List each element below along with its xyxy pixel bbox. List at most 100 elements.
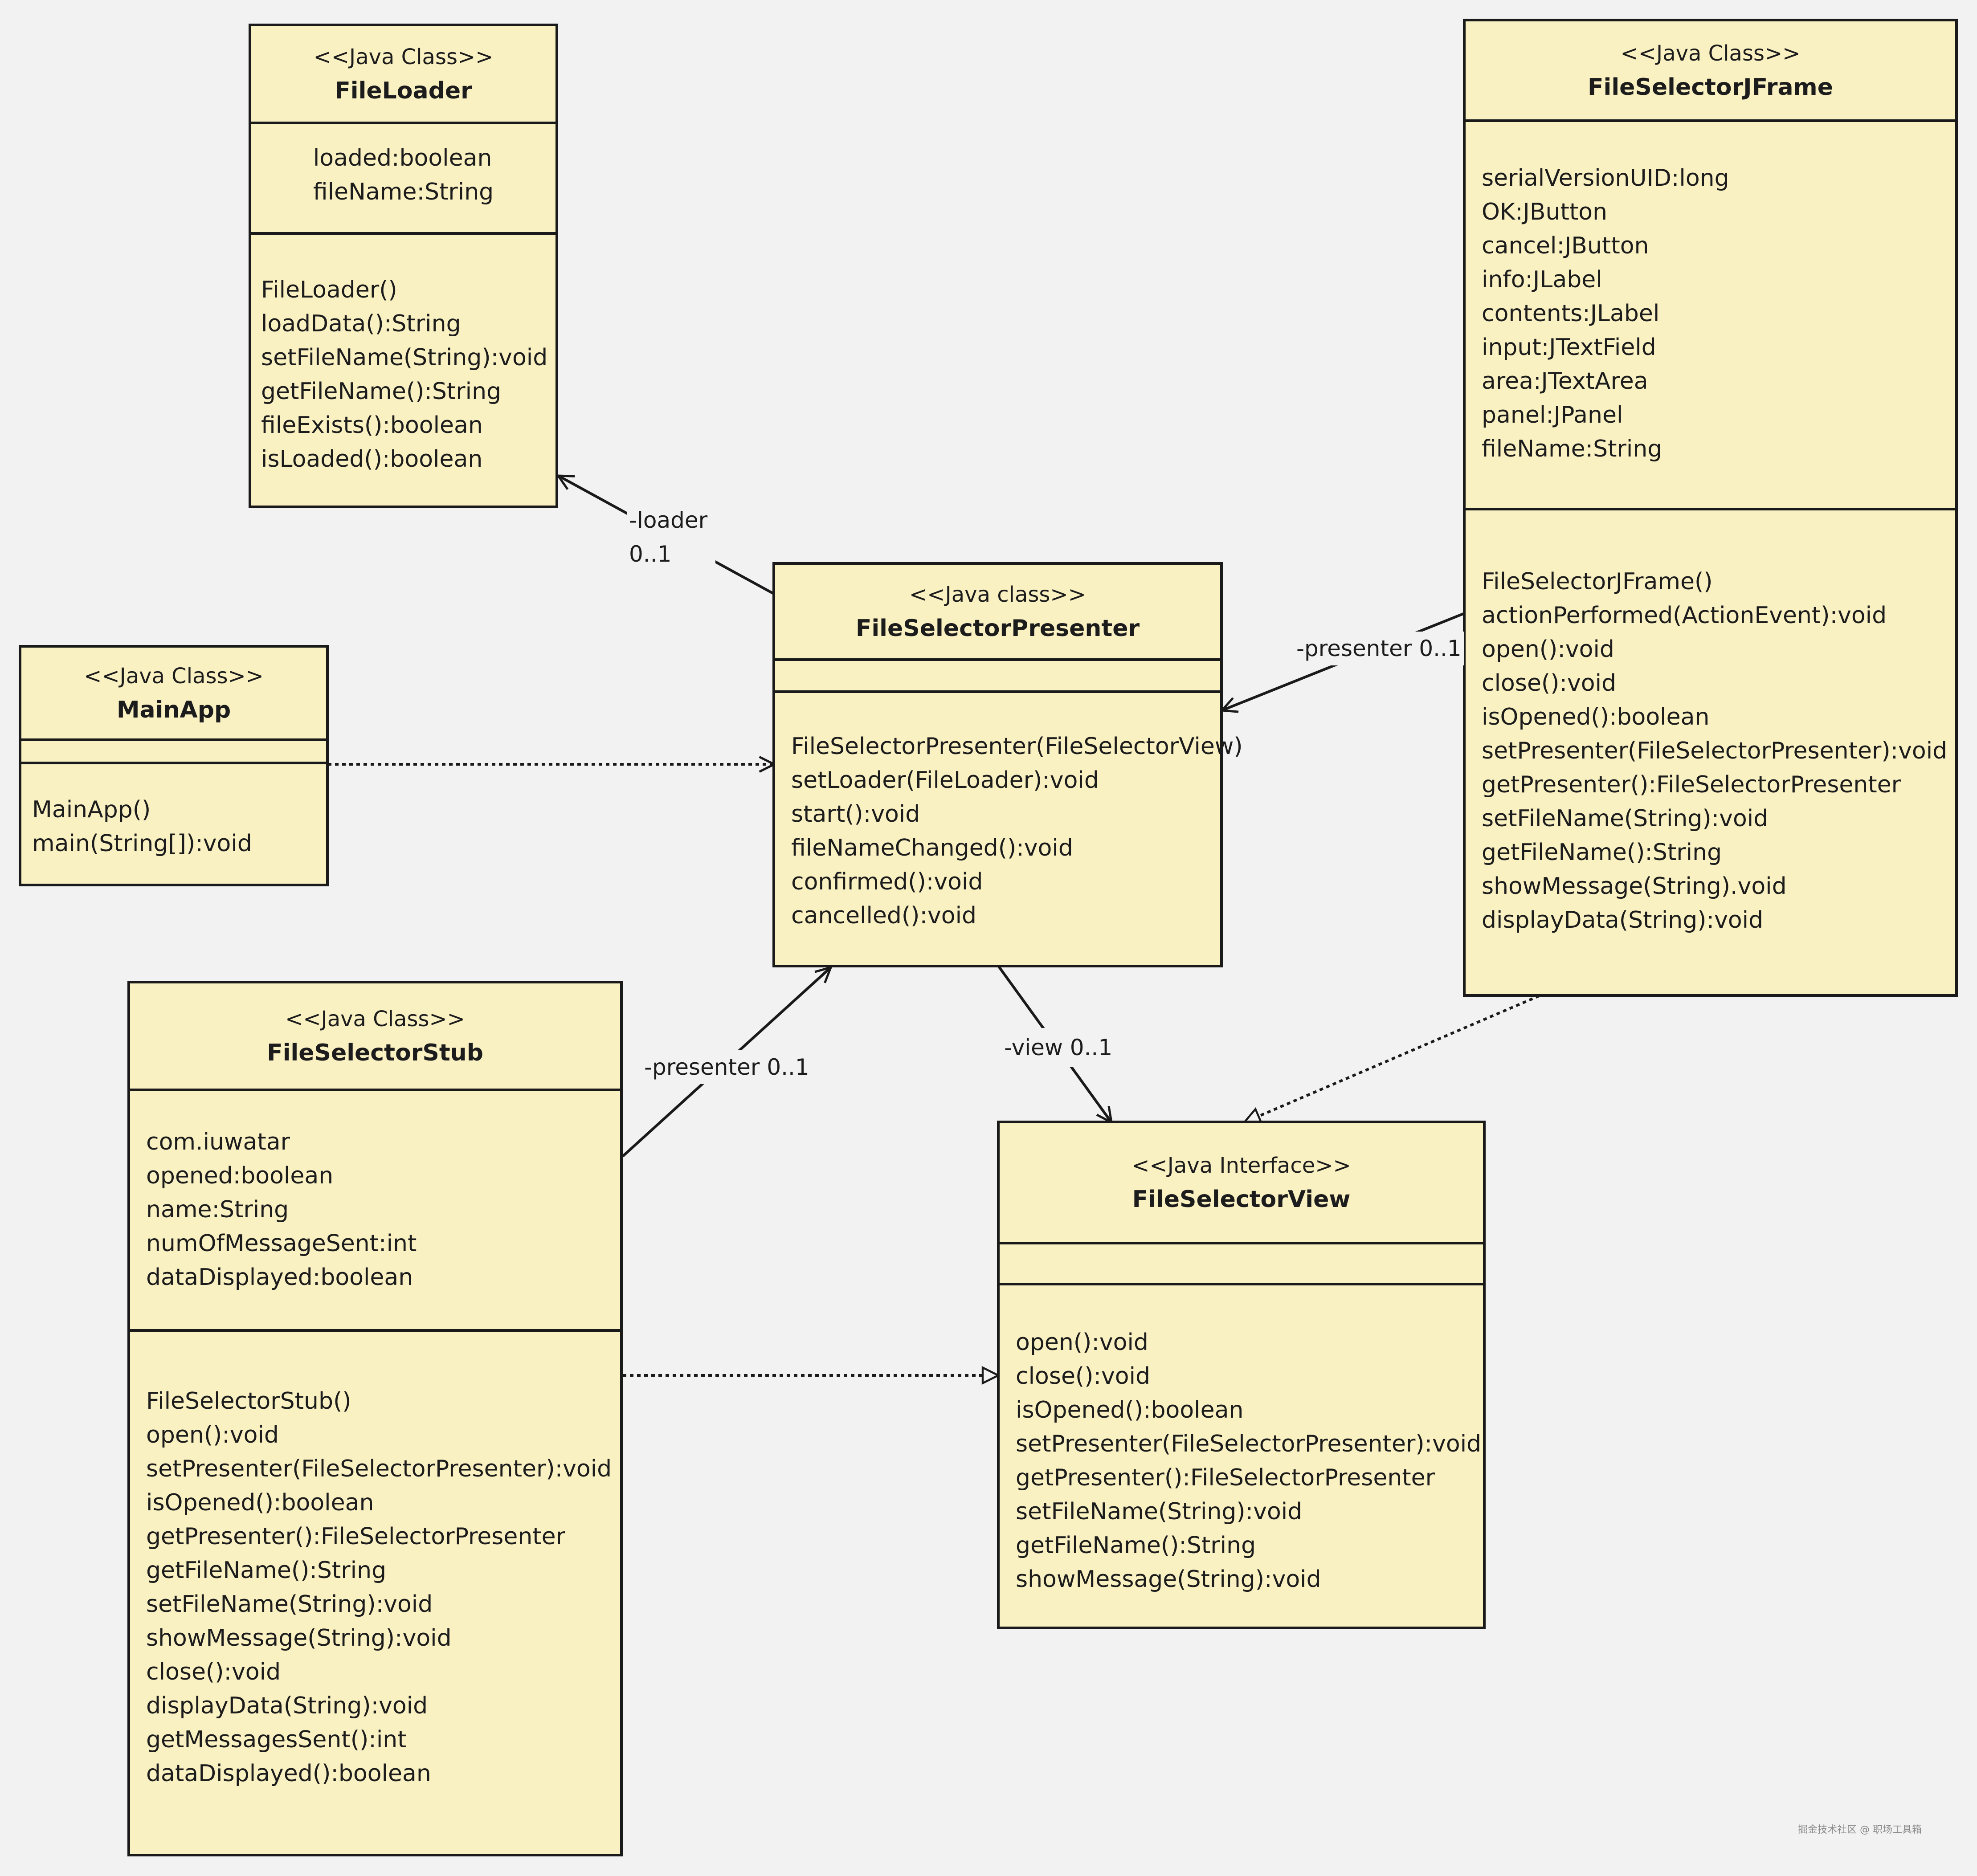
operation: FileSelectorPresenter(FileSelectorView)	[791, 733, 1243, 760]
class-name: FileSelectorStub	[267, 1040, 483, 1066]
class-fileselectorpresenter[interactable]: <<Java class>> FileSelectorPresenter Fil…	[772, 562, 1243, 967]
operation: isOpened():boolean	[146, 1489, 374, 1516]
stereotype: <<Java Class>>	[313, 45, 494, 69]
operation: setPresenter(FileSelectorPresenter):void	[1016, 1431, 1482, 1457]
stereotype: <<Java class>>	[909, 582, 1086, 607]
attribute: fileName:String	[313, 179, 494, 205]
operation: FileSelectorStub()	[146, 1388, 351, 1415]
operation: getFileName():String	[146, 1557, 387, 1584]
operation: close():void	[1016, 1363, 1151, 1390]
operation: loadData():String	[261, 310, 461, 337]
operation: MainApp()	[32, 796, 151, 823]
attributes-section	[21, 741, 326, 764]
attribute: info:JLabel	[1482, 266, 1602, 293]
operation: getPresenter():FileSelectorPresenter	[146, 1523, 566, 1550]
attribute: opened:boolean	[146, 1162, 334, 1189]
operation: setFileName(String):void	[146, 1591, 433, 1618]
operation: getFileName():String	[1482, 839, 1722, 866]
watermark: 掘金技术社区 @ 职场工具箱	[1798, 1824, 1922, 1835]
class-mainapp[interactable]: <<Java Class>> MainApp MainApp() main(St…	[19, 645, 329, 886]
operation: setFileName(String):void	[1016, 1498, 1303, 1525]
operations-section: open():void close():void isOpened():bool…	[1000, 1285, 1483, 1627]
operation: open():void	[146, 1422, 279, 1448]
attribute: com.iuwatar	[146, 1129, 290, 1155]
attribute: cancel:JButton	[1482, 232, 1649, 259]
attributes-section: loaded:boolean fileName:String	[251, 124, 556, 235]
operations-section: MainApp() main(String[]):void	[21, 764, 326, 884]
operation: open():void	[1482, 636, 1614, 663]
stereotype: <<Java Class>>	[84, 664, 264, 689]
operation: isOpened():boolean	[1482, 704, 1710, 730]
operation: setFileName(String):void	[261, 344, 548, 371]
operation: FileSelectorJFrame()	[1482, 568, 1713, 595]
attribute: serialVersionUID:long	[1482, 165, 1729, 192]
operations-section: FileSelectorJFrame() actionPerformed(Act…	[1466, 510, 1955, 994]
attributes-section: com.iuwatar opened:boolean name:String n…	[130, 1091, 620, 1332]
stereotype: <<Java Class>>	[1620, 41, 1801, 66]
operation: isOpened():boolean	[1016, 1397, 1244, 1423]
class-header: <<Java class>> FileSelectorPresenter	[775, 565, 1220, 661]
class-fileloader[interactable]: <<Java Class>> FileLoader loaded:boolean…	[249, 24, 558, 508]
operation: actionPerformed(ActionEvent):void	[1482, 602, 1887, 629]
attribute: dataDisplayed:boolean	[146, 1264, 413, 1291]
stereotype: <<Java Class>>	[285, 1007, 465, 1032]
class-name: FileSelectorPresenter	[855, 615, 1140, 642]
attribute: name:String	[146, 1196, 289, 1223]
attribute: fileName:String	[1482, 436, 1662, 462]
operations-section: FileSelectorPresenter(FileSelectorView) …	[775, 693, 1243, 965]
class-name: MainApp	[116, 697, 231, 723]
view-role-label: -view 0..1	[1001, 1028, 1115, 1067]
operation: close():void	[146, 1659, 281, 1685]
operation: isLoaded():boolean	[261, 446, 483, 473]
operation: setFileName(String):void	[1482, 805, 1769, 832]
class-fileselectorjframe[interactable]: <<Java Class>> FileSelectorJFrame serial…	[1463, 19, 1958, 997]
loader-role-label: -loader 0..1	[627, 503, 716, 571]
jframe-realization-line	[1244, 995, 1540, 1122]
operation: showMessage(String):void	[1016, 1566, 1321, 1593]
class-name: FileSelectorJFrame	[1587, 74, 1834, 101]
operation: start():void	[791, 801, 920, 828]
class-header: <<Java Class>> FileSelectorJFrame	[1466, 21, 1955, 122]
operations-section: FileSelectorStub() open():void setPresen…	[130, 1332, 620, 1854]
attribute: input:JTextField	[1482, 334, 1656, 361]
attribute: OK:JButton	[1482, 199, 1608, 225]
attribute: panel:JPanel	[1482, 402, 1623, 428]
operation: confirmed():void	[791, 869, 983, 895]
jframe-presenter-label: -presenter 0..1	[1294, 632, 1464, 665]
operation: FileLoader()	[261, 277, 397, 303]
attribute: area:JTextArea	[1482, 368, 1648, 395]
attribute: contents:JLabel	[1482, 300, 1660, 327]
attributes-section: serialVersionUID:long OK:JButton cancel:…	[1466, 122, 1955, 510]
operation: getPresenter():FileSelectorPresenter	[1482, 771, 1901, 798]
operation: getMessagesSent():int	[146, 1726, 407, 1753]
operation: fileNameChanged():void	[791, 835, 1073, 861]
operation: displayData(String):void	[1482, 907, 1764, 934]
operation: setPresenter(FileSelectorPresenter):void	[1482, 738, 1948, 764]
operation: displayData(String):void	[146, 1692, 428, 1719]
class-header: <<Java Class>> FileSelectorStub	[130, 983, 620, 1091]
class-fileselectorview[interactable]: <<Java Interface>> FileSelectorView open…	[997, 1121, 1486, 1629]
operation: open():void	[1016, 1329, 1148, 1356]
class-header: <<Java Class>> FileLoader	[251, 26, 556, 124]
stub-presenter-label: -presenter 0..1	[641, 1050, 812, 1084]
operation: showMessage(String):void	[146, 1625, 452, 1652]
attribute: numOfMessageSent:int	[146, 1230, 417, 1257]
operation: getFileName():String	[261, 378, 502, 405]
class-header: <<Java Interface>> FileSelectorView	[1000, 1123, 1483, 1244]
operation: cancelled():void	[791, 902, 977, 929]
operation: dataDisplayed():boolean	[146, 1760, 431, 1787]
attributes-section	[775, 661, 1220, 693]
attribute: loaded:boolean	[313, 145, 492, 171]
class-name: FileLoader	[335, 77, 472, 104]
operation: fileExists():boolean	[261, 412, 483, 439]
operations-section: FileLoader() loadData():String setFileNa…	[251, 235, 556, 506]
class-fileselectorstub[interactable]: <<Java Class>> FileSelectorStub com.iuwa…	[127, 981, 623, 1856]
operation: getFileName():String	[1016, 1532, 1256, 1559]
operation: setLoader(FileLoader):void	[791, 767, 1099, 794]
class-header: <<Java Class>> MainApp	[21, 648, 326, 741]
operation: close():void	[1482, 670, 1617, 697]
operation: main(String[]):void	[32, 830, 252, 857]
operation: getPresenter():FileSelectorPresenter	[1016, 1464, 1435, 1491]
operation: showMessage(String).void	[1482, 873, 1787, 900]
class-name: FileSelectorView	[1132, 1186, 1351, 1213]
